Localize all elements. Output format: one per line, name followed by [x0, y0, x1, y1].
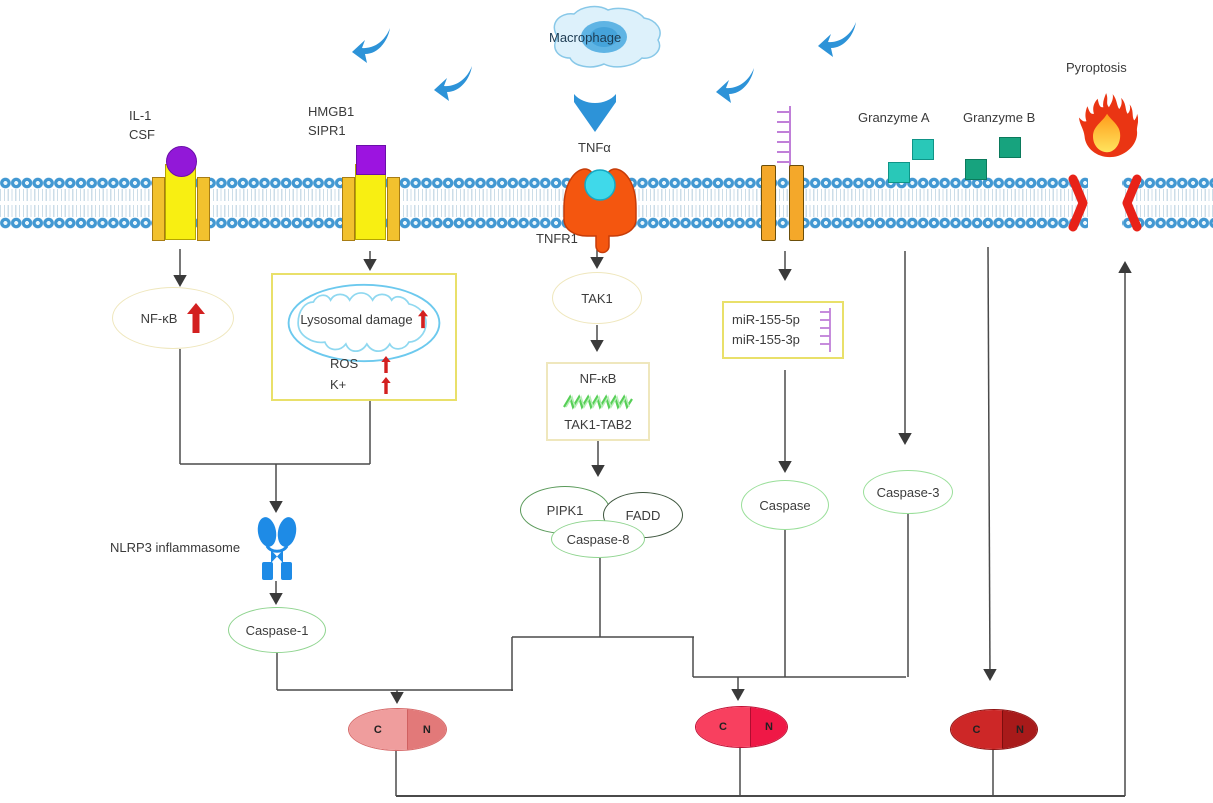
gsdmd-n-label: N: [765, 721, 773, 733]
pipk1-label: PIPK1: [546, 502, 584, 518]
hmgb1-label: HMGB1: [308, 104, 355, 119]
pore-edge-left-icon: [1068, 174, 1088, 232]
caspase-label: Caspase: [759, 497, 811, 513]
gsdmd-cn-node: C N: [950, 709, 1038, 750]
secreted-signal-arrow-icon: [352, 28, 390, 63]
nfkb-node: NF-κB: [112, 287, 234, 349]
up-arrow-icon: [417, 309, 428, 329]
granzyme-b-icon: [999, 137, 1021, 158]
caspase1-node: Caspase-1: [228, 607, 326, 653]
il1-label: IL-1: [129, 108, 152, 123]
tnfa-ligand-icon: [584, 169, 616, 201]
mir155-box: miR-155-5p miR-155-3p: [722, 301, 844, 359]
gsdmd-n-label: N: [422, 723, 431, 736]
granzyme-b-label: Granzyme B: [963, 110, 1036, 125]
gsdmd-cn-node: C N: [348, 708, 447, 751]
mirna-strand-icon: [820, 308, 831, 352]
mirna-strand-icon: [777, 106, 791, 170]
gsdmd-c-label: C: [972, 723, 981, 736]
caspase8-node: Caspase-8: [551, 520, 645, 558]
gene-zigzag-icon: [563, 393, 633, 410]
granzyme-b-icon: [965, 159, 987, 180]
tak1-node: TAK1: [552, 272, 642, 324]
membrane-pore-gap: [1088, 175, 1122, 231]
up-arrow-icon: [381, 377, 391, 394]
k-plus-label: K+: [330, 377, 347, 392]
tnfr1-receptor: [563, 168, 637, 254]
pore-edge-right-icon: [1122, 174, 1142, 232]
secreted-signal-arrow-icon: [716, 68, 754, 103]
tak1-label: TAK1: [581, 290, 613, 306]
ros-label: ROS: [330, 356, 359, 371]
mitochondria-icon: [287, 283, 441, 363]
lysosomal-damage-label: Lysosomal damage: [300, 311, 413, 327]
tnfa-label: TNFα: [578, 140, 611, 155]
membrane-channel: [761, 165, 776, 241]
granzyme-a-label: Granzyme A: [858, 110, 930, 125]
gsdmd-n-label: N: [1016, 723, 1024, 736]
sipr1-label: SIPR1: [308, 123, 346, 138]
macrophage-cell: [553, 5, 661, 68]
pyroptosis-label: Pyroptosis: [1066, 60, 1127, 75]
membrane-channel: [789, 165, 804, 241]
caspase-node: Caspase: [741, 480, 829, 530]
csf-label: CSF: [129, 127, 155, 142]
il1-ligand-icon: [166, 146, 197, 177]
receptor-flank: [152, 177, 165, 241]
caspase3-node: Caspase-3: [863, 470, 953, 514]
nfkb-tak1-tab2-complex: NF-κB TAK1-TAB2: [546, 362, 650, 441]
mir-155-3p-label: miR-155-3p: [732, 332, 800, 347]
il1-csf-receptor: [152, 160, 210, 244]
nfkb-label: NF-κB: [140, 310, 178, 326]
gsdmd-cn-node: C N: [695, 706, 788, 748]
nlrp3-label: NLRP3 inflammasome: [110, 540, 241, 555]
secreted-signal-arrow-icon: [818, 22, 856, 57]
receptor-flank: [387, 177, 400, 241]
receptor-flank: [197, 177, 210, 241]
hmgb1-ligand-icon: [356, 145, 386, 175]
hmgb1-sipr1-receptor: [342, 160, 400, 244]
receptor-body: [355, 164, 386, 240]
caspase1-label: Caspase-1: [245, 622, 309, 638]
macrophage-label: Macrophage: [549, 30, 622, 45]
caspase8-label: Caspase-8: [566, 531, 630, 547]
granzyme-a-icon: [888, 162, 910, 183]
granzyme-a-icon: [912, 139, 934, 160]
nlrp3-inflammasome-icon: [257, 517, 297, 580]
up-arrow-icon: [187, 303, 206, 333]
secreted-signal-arrow-icon: [434, 66, 472, 101]
mir-155-5p-label: miR-155-5p: [732, 311, 800, 327]
fadd-label: FADD: [625, 507, 661, 523]
gsdmd-c-label: C: [373, 723, 382, 736]
caspase3-label: Caspase-3: [876, 484, 940, 500]
complex-tak1-tab2-label: TAK1-TAB2: [564, 417, 632, 432]
up-arrow-icon: [381, 356, 391, 373]
lysosome-damage-box: Lysosomal damage ROS K+: [271, 273, 457, 401]
macrophage-release-arrow-icon: [574, 94, 616, 132]
gsdmd-c-label: C: [719, 721, 727, 733]
complex-nfkb-label: NF-κB: [579, 371, 617, 386]
flame-icon: [1078, 93, 1138, 158]
tnfr1-label: TNFR1: [536, 231, 578, 246]
receptor-flank: [342, 177, 355, 241]
